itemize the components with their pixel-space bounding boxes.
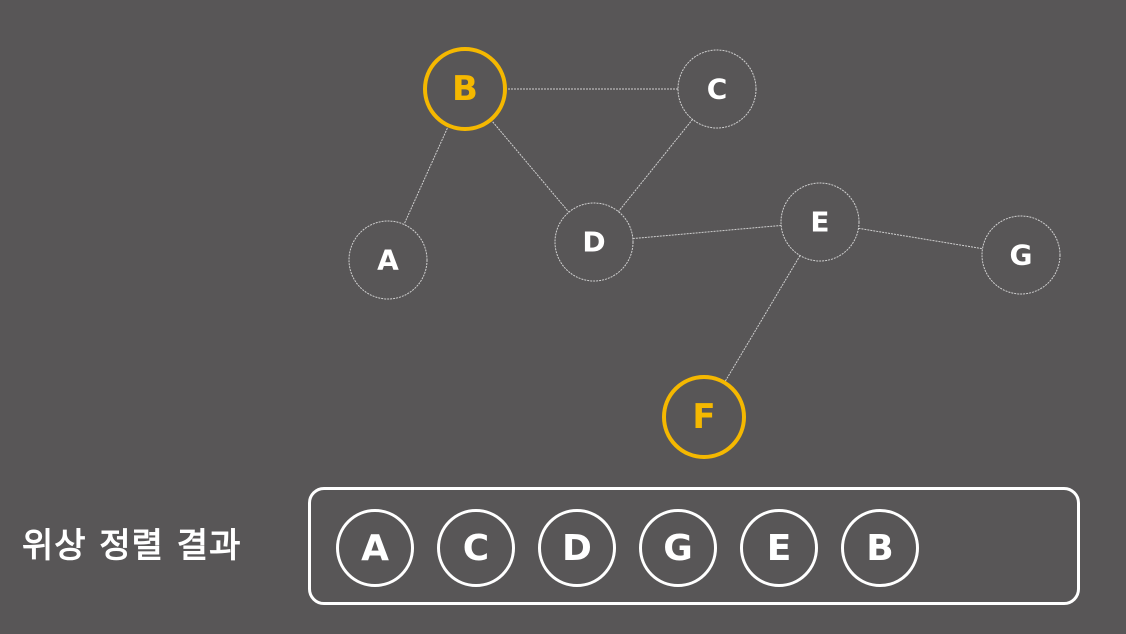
node-c: C — [677, 49, 757, 129]
node-circle-a — [348, 220, 428, 300]
node-label-c: C — [707, 73, 728, 106]
node-b: B — [423, 47, 507, 131]
node-a: A — [348, 220, 428, 300]
edge-d-e — [632, 224, 782, 240]
result-node-d: D — [538, 509, 616, 587]
result-node-b: B — [841, 509, 919, 587]
graph-diagram: A B C D E F G — [348, 47, 1061, 459]
node-g: G — [981, 215, 1061, 295]
node-d: D — [554, 202, 634, 282]
node-label-a: A — [377, 244, 399, 277]
result-node-e: E — [740, 509, 818, 587]
edge-e-g — [858, 227, 983, 250]
node-label-b: B — [452, 69, 478, 109]
node-label-d: D — [582, 226, 605, 259]
edge-e-f — [724, 255, 801, 383]
graph-nodes: A B C D E F G — [348, 47, 1061, 459]
node-e: E — [780, 182, 860, 262]
result-node-a: A — [336, 509, 414, 587]
node-label-e: E — [810, 206, 829, 239]
node-circle-g — [981, 215, 1061, 295]
result-label: 위상 정렬 결과 — [22, 526, 242, 566]
graph-edges — [403, 88, 983, 383]
node-label-g: G — [1010, 239, 1033, 272]
edge-b-a — [403, 125, 450, 225]
node-circle-b — [423, 47, 507, 131]
node-circle-f — [662, 375, 746, 459]
edge-b-d — [490, 119, 570, 213]
node-circle-e — [780, 182, 860, 262]
node-circle-c — [677, 49, 757, 129]
node-label-f: F — [692, 397, 715, 437]
result-node-c: C — [437, 509, 515, 587]
node-circle-d — [554, 202, 634, 282]
result-node-g: G — [639, 509, 717, 587]
edge-c-d — [618, 119, 693, 212]
node-f: F — [662, 375, 746, 459]
